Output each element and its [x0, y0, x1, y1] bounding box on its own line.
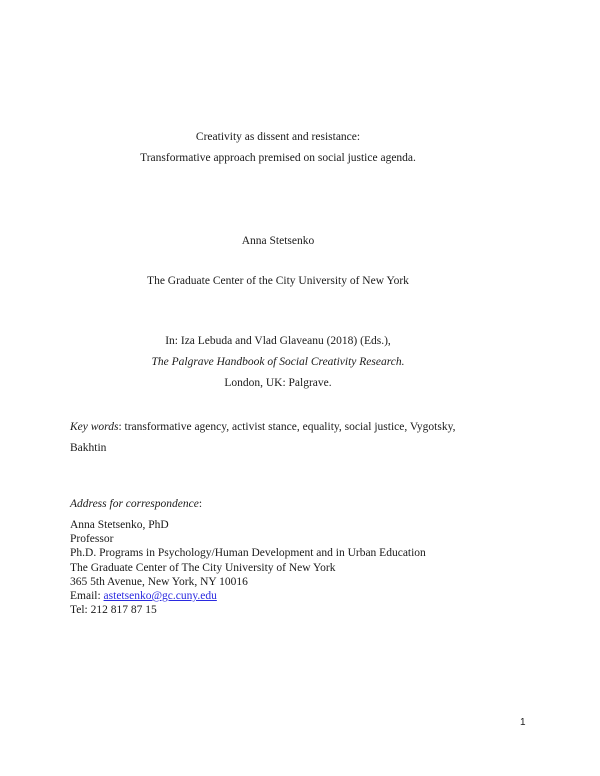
citation-publisher: London, UK: Palgrave. [224, 377, 332, 389]
title-line-1: Creativity as dissent and resistance: [195, 131, 361, 143]
contact-street: 365 5th Avenue, New York, NY 10016 [70, 575, 248, 588]
contact-institution: The Graduate Center of The City Universi… [70, 561, 336, 574]
correspondence-label-colon: : [198, 498, 203, 510]
contact-email-line: Email: astetsenko@gc.cuny.edu [70, 589, 426, 603]
title-line-2: Transformative approach premised on soci… [140, 152, 416, 164]
citation-book-title: The Palgrave Handbook of Social Creativi… [151, 356, 405, 368]
author-affiliation: The Graduate Center of the City Universi… [147, 275, 409, 287]
contact-phone: Tel: 212 817 87 15 [70, 604, 157, 617]
correspondence-label: Address for correspondence [70, 498, 199, 510]
author-name: Anna Stetsenko [241, 235, 315, 247]
page-number: 1 [520, 717, 526, 728]
correspondence-address: Anna Stetsenko, PhD Professor Ph.D. Prog… [70, 518, 426, 617]
keywords-paragraph: Key words: transformative agency, activi… [70, 417, 490, 459]
correspondence-heading: Address for correspondence: [70, 498, 202, 510]
email-link[interactable]: astetsenko@gc.cuny.edu [103, 590, 217, 603]
contact-name: Anna Stetsenko, PhD [70, 519, 169, 531]
email-label: Email: [70, 590, 104, 603]
contact-title: Professor [70, 533, 114, 546]
citation-line-1: In: Iza Lebuda and Vlad Glaveanu (2018) … [165, 335, 391, 347]
keywords-label: Key words [70, 421, 119, 433]
contact-program: Ph.D. Programs in Psychology/Human Devel… [70, 547, 426, 560]
keywords-text: : transformative agency, activist stance… [70, 421, 456, 454]
